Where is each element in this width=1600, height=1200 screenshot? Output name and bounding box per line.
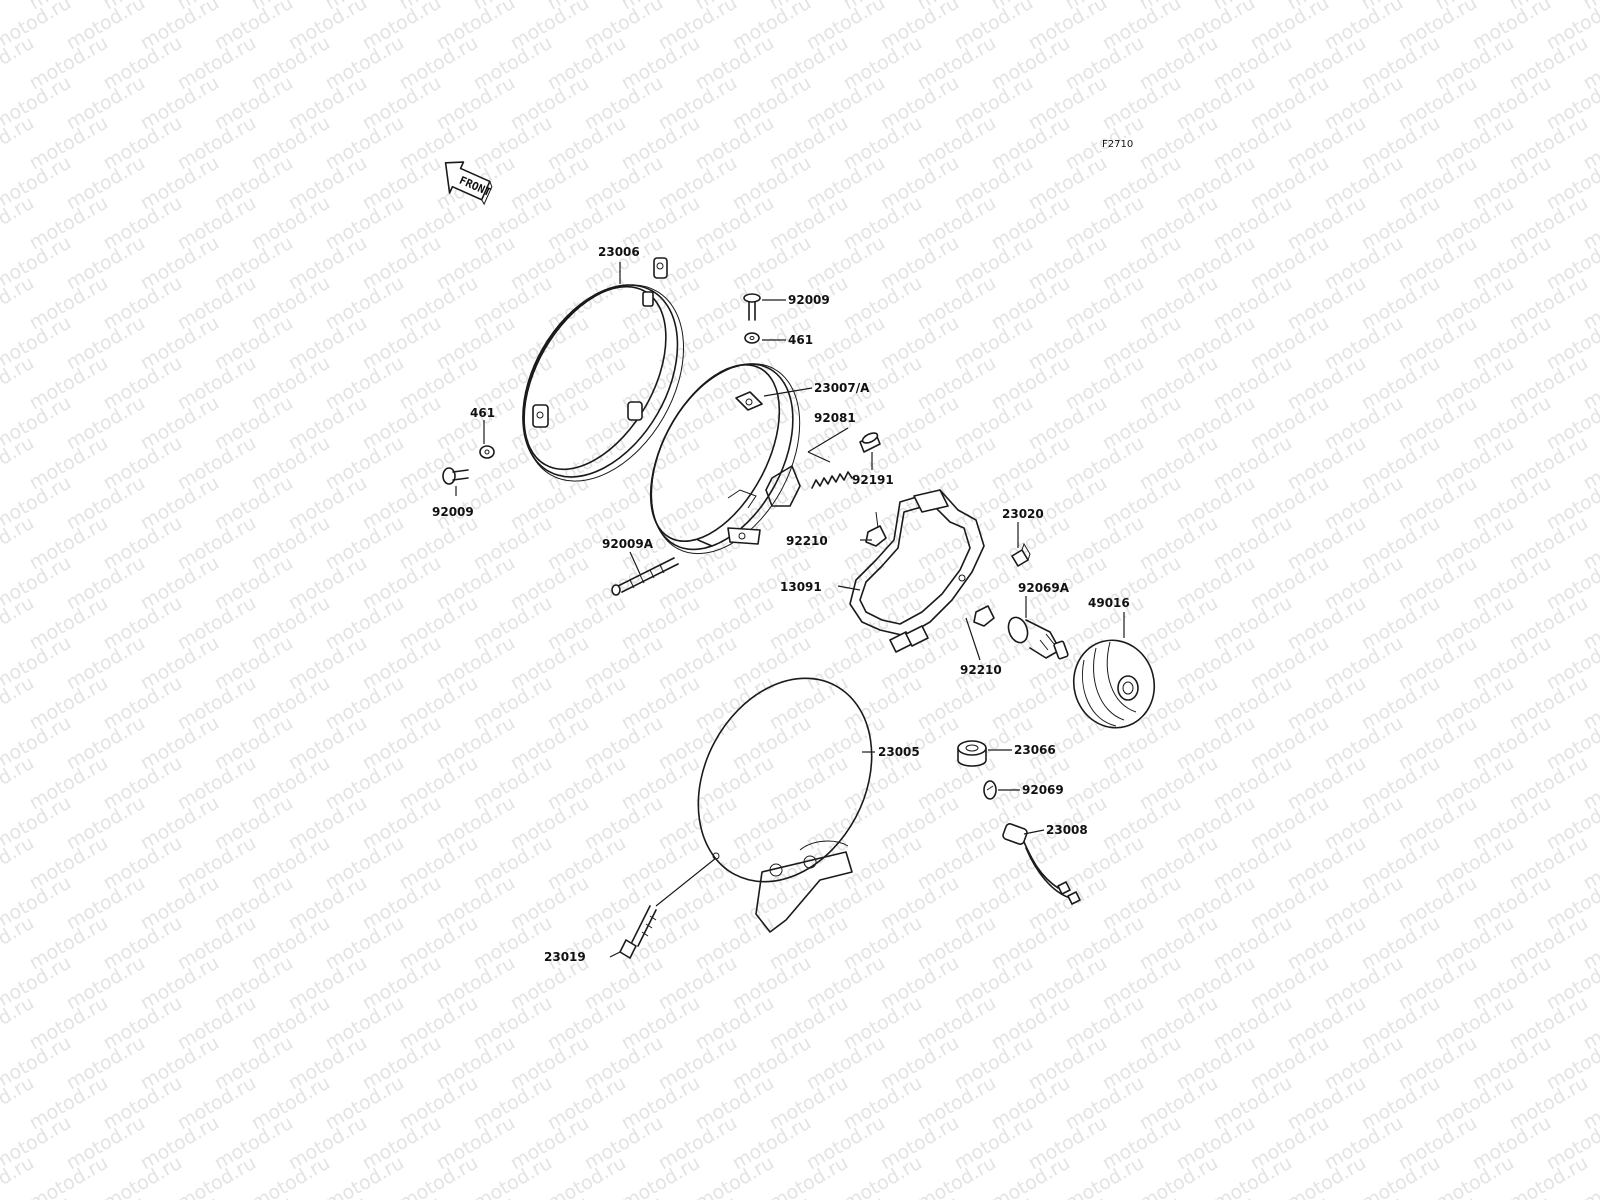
label-23066: 23066	[1014, 743, 1056, 757]
headlight-bracket-part	[849, 489, 985, 653]
screw-top-part	[743, 293, 761, 321]
label-23005: 23005	[878, 745, 920, 759]
front-arrow-icon: FRONT	[444, 161, 493, 206]
label-23020: 23020	[1002, 507, 1044, 521]
label-92009a: 92009A	[602, 537, 654, 551]
label-23008: 23008	[1046, 823, 1088, 837]
label-92069: 92069	[1022, 783, 1064, 797]
clip-top-part	[865, 511, 887, 547]
screw-left-part	[442, 467, 469, 485]
leader-lines	[455, 262, 1125, 958]
halogen-bulb-part	[1007, 616, 1069, 660]
small-bulb-part	[983, 780, 997, 800]
dust-cover-part	[1072, 639, 1156, 729]
label-13091: 13091	[780, 580, 822, 594]
washer-top-part	[744, 332, 760, 344]
spring-part	[811, 471, 853, 489]
label-23019: 23019	[544, 950, 586, 964]
label-23007a: 23007/A	[814, 381, 870, 395]
label-92081: 92081	[814, 411, 856, 425]
label-461-top: 461	[788, 333, 813, 347]
label-92009-left: 92009	[432, 505, 474, 519]
label-461-left: 461	[470, 406, 495, 420]
collar-part	[859, 432, 881, 453]
headlight-housing-part	[697, 677, 873, 933]
label-92191: 92191	[852, 473, 894, 487]
bolt-part	[619, 905, 657, 959]
label-23006: 23006	[598, 245, 640, 259]
label-92210-top: 92210	[786, 534, 828, 548]
label-92069a: 92069A	[1018, 581, 1070, 595]
label-49016: 49016	[1088, 596, 1130, 610]
label-92009-top: 92009	[788, 293, 830, 307]
figure-code: F2710	[1102, 139, 1133, 150]
long-screw-part	[611, 557, 679, 596]
headlight-rim-part	[522, 257, 685, 482]
grommet-part	[957, 740, 987, 767]
socket-part	[1011, 542, 1031, 567]
washer-left-part	[479, 445, 495, 459]
clip-bottom-part	[973, 605, 995, 627]
label-92210-bottom: 92210	[960, 663, 1002, 677]
